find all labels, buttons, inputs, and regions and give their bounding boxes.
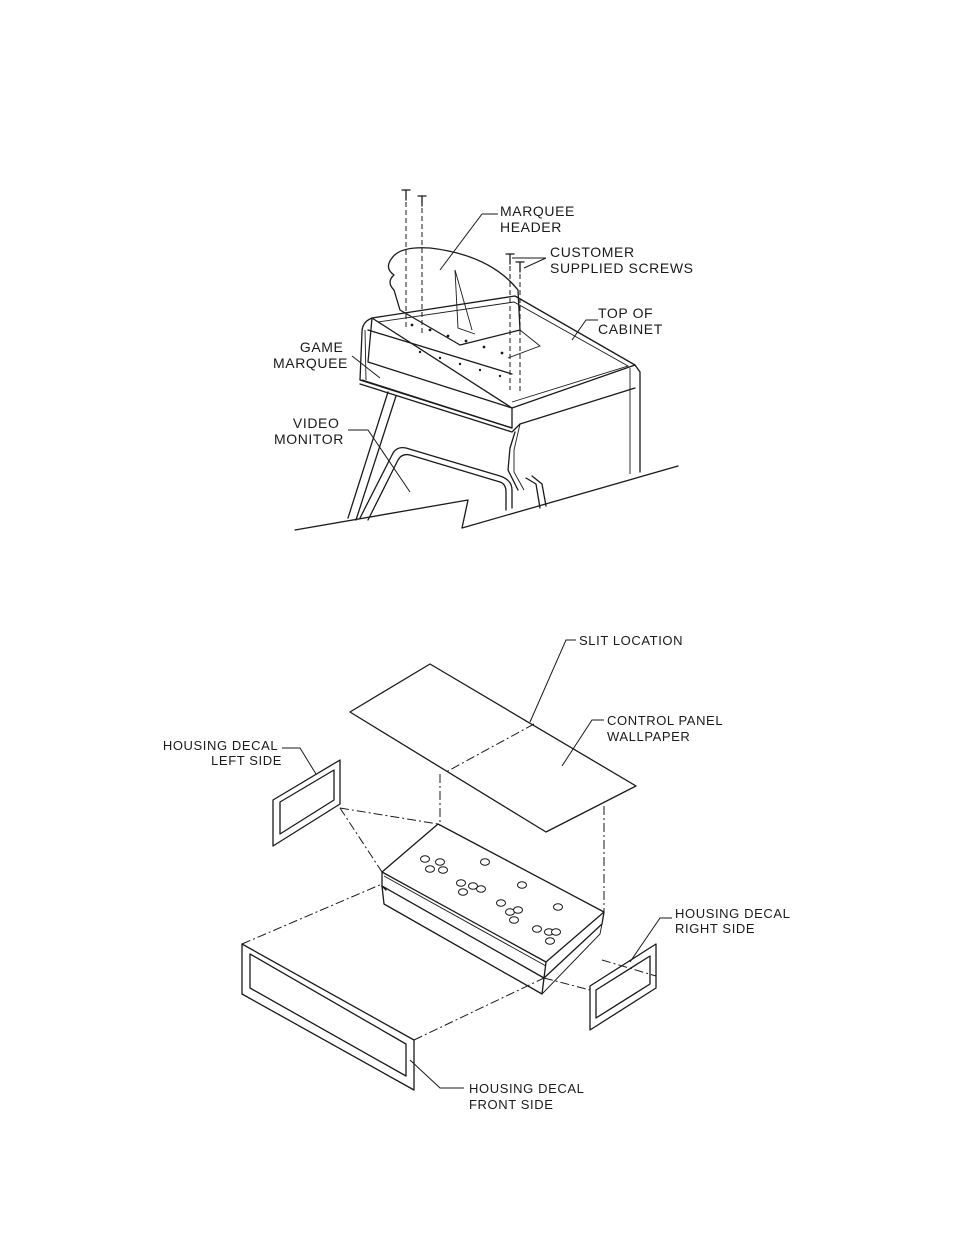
label-housing-decal-front-side: HOUSING DECAL FRONT SIDE [469, 1081, 588, 1112]
button-hole-icon [518, 882, 527, 889]
label-control-panel-wallpaper: CONTROL PANEL WALLPAPER [607, 713, 727, 744]
button-hole-icon [533, 926, 542, 933]
slit-line [446, 724, 534, 772]
housing-decal-front-side [242, 944, 414, 1090]
button-hole-icon [546, 938, 555, 945]
button-hole-icon [421, 856, 430, 863]
label-housing-decal-left-side: HOUSING DECAL LEFT SIDE [163, 738, 282, 768]
button-hole-icon [426, 866, 435, 873]
button-hole-icon [514, 907, 523, 914]
label-top-of-cabinet: TOP OF CABINET [598, 305, 663, 337]
button-hole-icon [439, 867, 448, 874]
floor-break-line [295, 466, 678, 530]
button-hole-icon-group [421, 856, 563, 945]
button-hole-icon [457, 880, 466, 887]
cabinet-right-side [635, 365, 640, 472]
cabinet-top-figure: MARQUEE HEADER CUSTOMER SUPPLIED SCREWS … [273, 190, 694, 530]
button-hole-icon [554, 904, 563, 911]
label-housing-decal-right-side: HOUSING DECAL RIGHT SIDE [675, 906, 794, 936]
screw-icon [402, 190, 410, 330]
button-hole-icon [477, 886, 486, 893]
button-hole-icon [436, 859, 445, 866]
button-hole-icon [497, 900, 506, 907]
screw-holes [411, 324, 504, 378]
button-hole-icon [481, 859, 490, 866]
label-slit-location: SLIT LOCATION [579, 633, 683, 648]
button-hole-icon [552, 929, 561, 936]
control-panel-figure: SLIT LOCATION CONTROL PANEL WALLPAPER HO… [163, 633, 794, 1112]
cabinet-top-surface [372, 296, 635, 408]
control-panel-wallpaper-sheet [350, 664, 636, 832]
label-marquee-header: MARQUEE HEADER [500, 203, 580, 235]
screw-icon [506, 254, 514, 390]
video-monitor-housing [348, 392, 388, 518]
button-hole-icon [459, 889, 468, 896]
label-video-monitor: VIDEO MONITOR [274, 415, 344, 447]
label-customer-supplied-screws: CUSTOMER SUPPLIED SCREWS [550, 244, 694, 276]
marquee-header-panel [388, 248, 520, 345]
label-game-marquee: GAME MARQUEE [273, 339, 348, 371]
button-hole-icon [510, 917, 519, 924]
